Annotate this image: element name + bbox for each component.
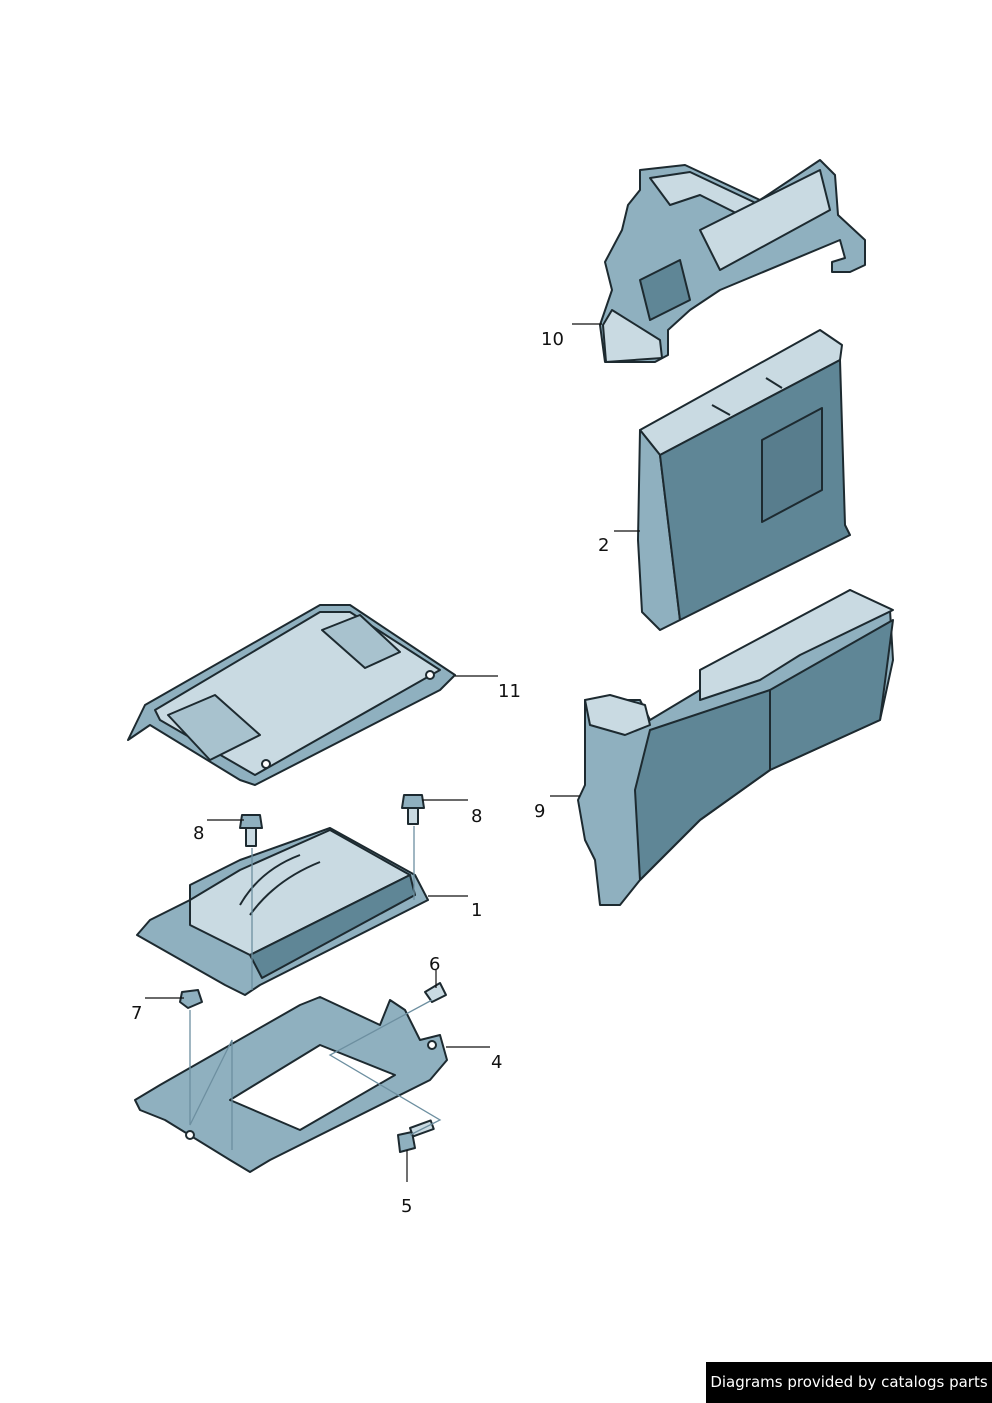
part-9-tray[interactable] [577,589,894,906]
callout-6: 6 [429,954,440,975]
assembly-lines [189,826,442,1150]
callout-5: 5 [401,1196,412,1217]
callout-10: 10 [541,329,564,350]
part-10-bracket[interactable] [599,159,866,363]
callout-9: 9 [534,801,545,822]
callout-11: 11 [498,681,521,702]
nut-7[interactable] [179,989,203,1009]
footer-credit: Diagrams provided by catalogs parts [706,1362,992,1403]
part-11-cover[interactable] [127,604,456,786]
part-1-module[interactable] [136,827,429,996]
callout-labels: 10 2 11 9 8 8 1 6 7 4 5 [131,329,609,1217]
callout-7: 7 [131,1003,142,1024]
part-4-bracket[interactable] [134,996,448,1173]
callout-2: 2 [598,535,609,556]
callout-4: 4 [491,1052,502,1073]
screw-8-left[interactable] [239,814,263,847]
screw-8-right[interactable] [401,794,425,825]
callout-8-right: 8 [471,806,482,827]
leader-lines [145,323,640,1182]
callout-1: 1 [471,900,482,921]
part-2-control-unit[interactable] [637,329,851,631]
clip-6[interactable] [424,982,447,1003]
callout-8-left: 8 [193,823,204,844]
